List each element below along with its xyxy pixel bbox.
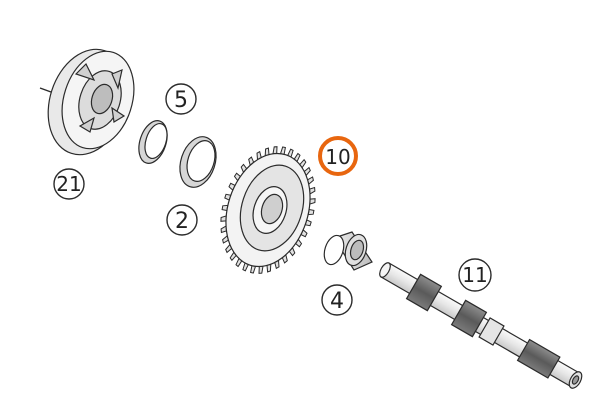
gear-tooth (272, 146, 278, 155)
part-10-gear (220, 146, 316, 274)
callout-11[interactable]: 11 (458, 258, 492, 292)
callout-4-text: 4 (330, 289, 344, 314)
callout-10[interactable]: 10 (318, 136, 358, 176)
callout-10-text: 10 (325, 145, 350, 169)
callout-21-text: 21 (56, 172, 81, 196)
part-2-washer (179, 136, 217, 188)
callout-21[interactable]: 21 (53, 168, 85, 200)
callout-5-text: 5 (174, 88, 188, 113)
part-5-ring (138, 120, 168, 164)
part-11-shaft (379, 262, 583, 389)
part-21-disc (39, 48, 135, 156)
callout-4[interactable]: 4 (321, 284, 353, 316)
callout-2[interactable]: 2 (166, 204, 198, 236)
gear-tooth (258, 265, 264, 274)
callout-2-text: 2 (175, 209, 189, 234)
callout-5[interactable]: 5 (165, 83, 197, 115)
part-4-bushing (323, 231, 373, 271)
callout-11-text: 11 (462, 263, 487, 287)
